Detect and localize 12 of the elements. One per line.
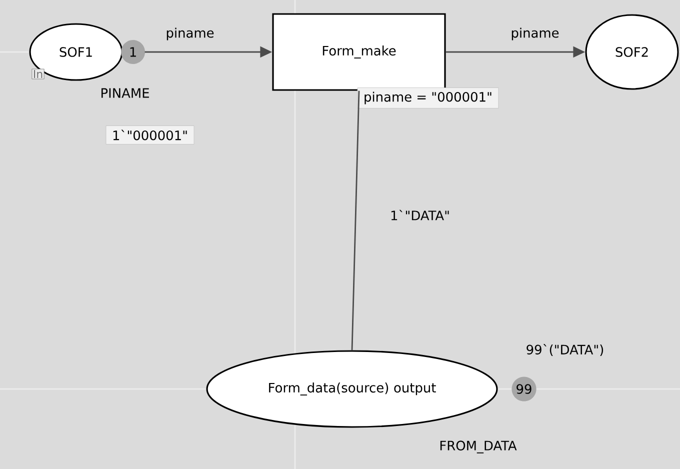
marking-label: 99`("DATA")	[526, 344, 604, 356]
edge-label: piname	[164, 26, 216, 42]
type-label: FROM_DATA	[440, 440, 517, 454]
edge-label: piname	[510, 26, 560, 42]
token-count: 99	[512, 376, 536, 402]
token-count: 1	[121, 40, 145, 64]
guard-label: piname = "000001"	[357, 88, 499, 108]
marking-label: 1`"000001"	[106, 126, 194, 144]
transition-box: Form_make	[272, 13, 446, 91]
port-tag: In	[32, 68, 44, 80]
type-label: PINAME	[102, 88, 149, 98]
edge-label: 1`"DATA"	[389, 208, 451, 222]
